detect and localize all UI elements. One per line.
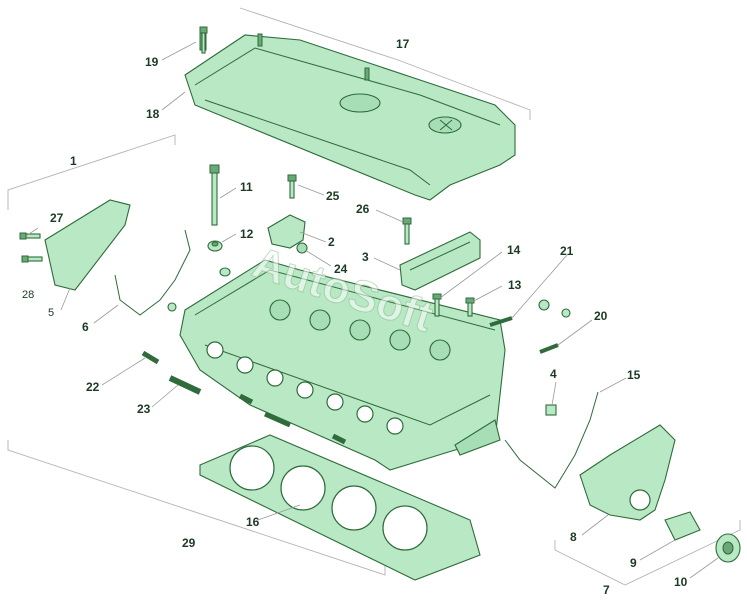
bolt-19	[199, 26, 208, 54]
callout-16: 16	[246, 515, 260, 529]
bolt-28	[21, 255, 43, 263]
sleeve-9	[664, 511, 701, 541]
bracket-7	[554, 520, 741, 586]
stud-14	[432, 293, 442, 317]
bracket-29	[7, 440, 386, 576]
cylinder-head	[179, 259, 506, 471]
callout-17: 17	[396, 37, 410, 51]
washer-12	[207, 240, 223, 252]
callout-1: 1	[70, 154, 77, 168]
pin-e	[331, 433, 347, 445]
front-cover-5	[44, 199, 131, 291]
callout-7: 7	[603, 583, 610, 597]
leader-lines	[25, 41, 719, 579]
nut-a	[538, 299, 550, 311]
bracket-1	[7, 134, 176, 210]
callout-4: 4	[550, 367, 557, 381]
callout-29: 29	[182, 536, 196, 550]
head-gasket-16	[199, 434, 481, 581]
gasket-15	[504, 391, 599, 489]
callout-6: 6	[82, 320, 89, 334]
plug	[219, 267, 231, 277]
callout-5: 5	[48, 307, 54, 319]
callout-14: 14	[507, 243, 521, 257]
callout-9: 9	[630, 556, 637, 570]
gasket-6	[114, 229, 191, 316]
callout-23: 23	[137, 402, 151, 416]
valve-cover	[184, 27, 516, 201]
bolt-27	[19, 232, 41, 240]
callout-2: 2	[328, 235, 335, 249]
callout-3: 3	[362, 250, 369, 264]
pin-c	[238, 393, 254, 405]
bearing-cap-3	[399, 231, 481, 291]
callout-10: 10	[674, 575, 688, 589]
bolt-25	[287, 174, 297, 199]
callout-15: 15	[627, 368, 641, 382]
plug-4	[545, 404, 557, 416]
callout-28: 28	[22, 289, 34, 301]
callout-8: 8	[570, 530, 577, 544]
pin-21	[489, 316, 513, 327]
housing-8	[579, 424, 676, 521]
nut-b	[561, 308, 571, 318]
dowel	[167, 302, 177, 312]
callout-12: 12	[240, 227, 254, 241]
pin-20	[539, 343, 559, 354]
callout-21: 21	[560, 244, 574, 258]
callout-labels: 17 19 18 1 11 25 26 27 12 2 14 21 3 24 1…	[22, 37, 688, 597]
callout-27: 27	[50, 211, 64, 225]
pin-22	[141, 350, 160, 365]
pin-d	[263, 411, 292, 428]
group-brackets	[7, 7, 741, 586]
head-bolt-11	[209, 164, 220, 226]
bolt-26	[402, 217, 412, 245]
callout-20: 20	[594, 309, 608, 323]
callout-18: 18	[146, 107, 160, 121]
bracket-17	[239, 7, 531, 120]
callout-19: 19	[145, 55, 159, 69]
callout-25: 25	[326, 189, 340, 203]
callout-13: 13	[508, 278, 522, 292]
callout-24: 24	[334, 262, 348, 276]
callout-11: 11	[240, 180, 253, 194]
callout-22: 22	[86, 380, 100, 394]
nut-24	[296, 242, 308, 254]
bracket-2	[267, 214, 306, 249]
callout-26: 26	[356, 202, 370, 216]
pin-23	[168, 375, 202, 395]
